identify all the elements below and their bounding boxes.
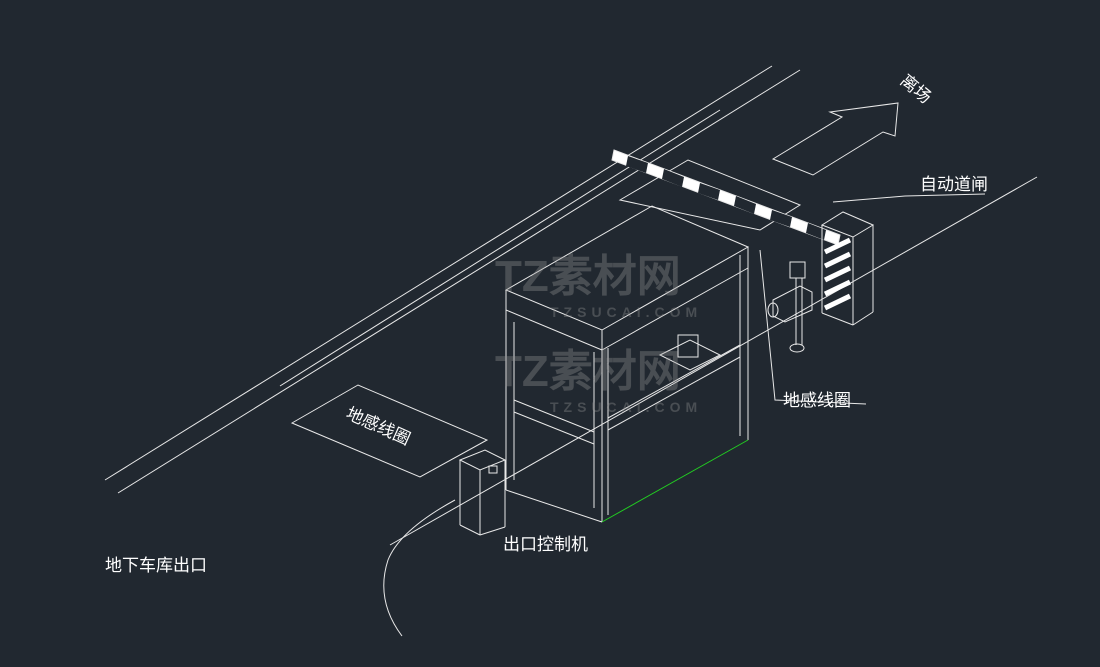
exit-controller-box xyxy=(458,449,507,536)
label-exit-controller: 出口控制机 xyxy=(503,535,588,555)
watermark-url: TZSUCAI.COM xyxy=(550,304,703,320)
watermark: TZ素材网 TZSUCAI.COM xyxy=(410,335,702,415)
toll-booth xyxy=(504,205,750,523)
watermark-url: TZSUCAI.COM xyxy=(550,399,703,415)
watermark: TZ素材网 TZSUCAI.COM xyxy=(410,240,702,320)
watermark-brand: TZ素材网 xyxy=(495,347,681,396)
leader-loop xyxy=(759,249,867,405)
camera-post xyxy=(767,261,813,353)
exit-arrow xyxy=(771,102,899,176)
watermark-brand: TZ素材网 xyxy=(495,252,681,301)
road-edge xyxy=(117,69,801,494)
road-line xyxy=(279,109,721,387)
label-garage-exit: 地下车库出口 xyxy=(105,556,207,576)
lane-line xyxy=(389,176,1038,546)
road-edge xyxy=(104,65,773,481)
barrier-gate-box xyxy=(820,211,875,326)
curb-curve xyxy=(383,499,456,637)
loop-detector-left xyxy=(290,384,489,478)
label-loop-detector-right: 地感线圈 xyxy=(783,391,851,411)
barrier-arm xyxy=(611,149,841,246)
leader-gate xyxy=(832,193,986,203)
label-barrier-gate: 自动道闸 xyxy=(920,175,988,195)
